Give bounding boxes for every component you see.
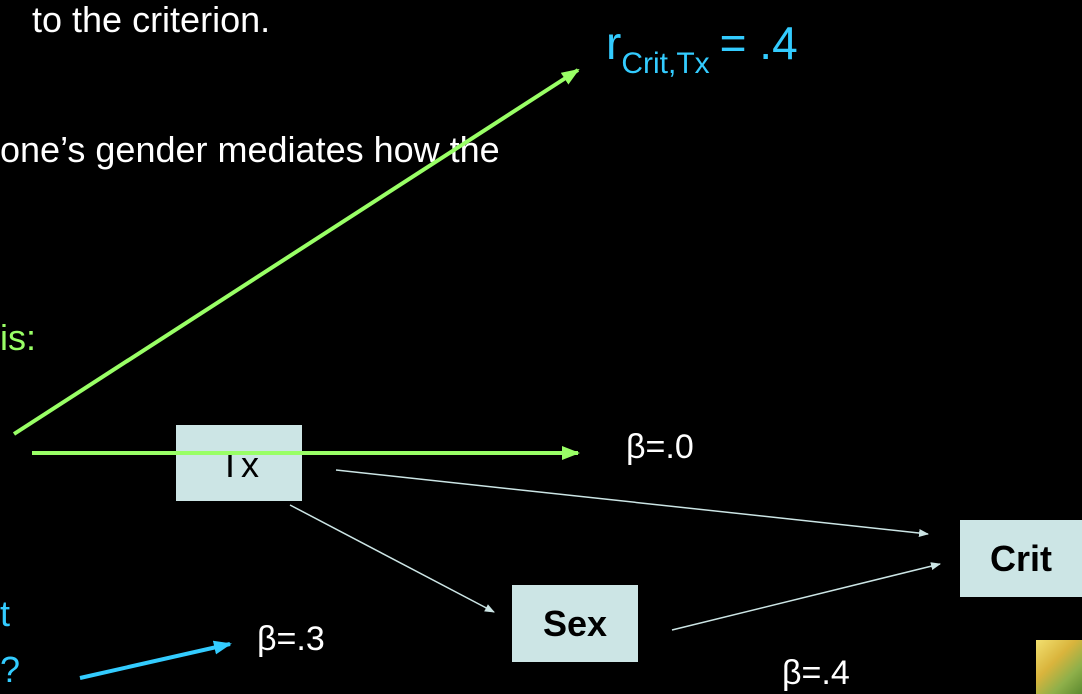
beta-tx-sex: β=.3: [257, 620, 325, 658]
node-sex: Sex: [512, 585, 638, 662]
arrow-sex-to-crit: [671, 562, 941, 631]
correlation-subscript: Crit,Tx: [621, 47, 710, 80]
correlation-value: = .4: [719, 17, 798, 69]
green-diagonal-arrow: [12, 68, 580, 436]
correlation-label: rCrit,Tx = .4: [606, 17, 798, 79]
slide-text-fragment-1: t: [0, 593, 11, 634]
arrow-tx-to-sex: [289, 504, 495, 613]
arrow-tx-to-crit: [335, 469, 929, 538]
node-sex-label: Sex: [542, 602, 608, 644]
correlation-r: r: [606, 17, 622, 69]
slide-text-line-3: is:: [0, 317, 36, 358]
beta-tx-crit: β=.0: [626, 428, 694, 466]
blue-arrow: [79, 640, 232, 680]
thumbnail-image: [1036, 640, 1082, 694]
node-crit-label: Crit: [990, 537, 1052, 579]
node-crit: Crit: [960, 520, 1082, 597]
slide-text-line-1: to the criterion.: [32, 0, 271, 40]
beta-sex-crit: β=.4: [782, 654, 850, 692]
slide-text-line-2: one’s gender mediates how the: [0, 129, 500, 170]
slide-text-fragment-2: ?: [0, 649, 21, 690]
